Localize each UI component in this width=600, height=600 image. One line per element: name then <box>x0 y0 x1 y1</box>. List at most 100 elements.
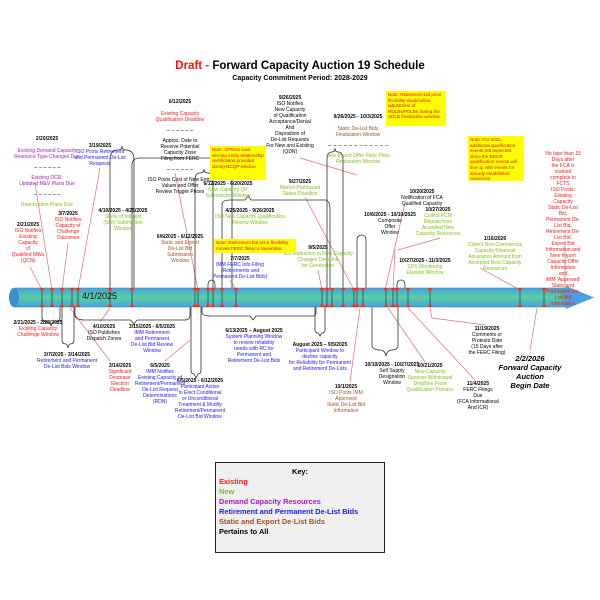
event-text: Approx. Date to Receive Potential Capaci… <box>160 138 200 162</box>
event-text: Comments or Protests Date (15 Days after… <box>468 332 506 356</box>
draft-label: Draft <box>175 60 203 72</box>
event-text: Market Participant Status Deadline <box>279 185 321 197</box>
timeline-marker-triangle <box>210 288 216 292</box>
timeline-marker-triangle <box>107 288 113 292</box>
page-subtitle: Capacity Commitment Period: 2028-2029 <box>232 75 368 82</box>
event-text: New Import Offer Floor Price Finalizatio… <box>326 153 390 165</box>
event-text: Static De-List Bids Finalization Window <box>335 126 381 138</box>
event-text: Participant Action to Elect Conditional … <box>174 384 226 420</box>
event-text: ISO Notifies Capacity of Challenge Outco… <box>54 217 82 241</box>
event-date: 4/10/2025 <box>92 324 116 330</box>
timeline-marker-triangle <box>354 303 360 307</box>
event-text: IMM Notifies Existing Capacity of Retire… <box>134 369 186 405</box>
event-date: 1/16/2026 <box>483 236 507 242</box>
page-title: Draft - Forward Capacity Auction 19 Sche… <box>0 60 600 72</box>
event-text: Retirement and Permanent De-List Bids Wi… <box>36 358 98 370</box>
separator <box>167 130 193 131</box>
legend-existing: Existing <box>219 477 248 486</box>
event-2-20-2025: 2/20/2025 Existing Demand Capacity Resou… <box>14 130 80 214</box>
event-date: 6/5/2025 - 6/12/2025 <box>176 378 224 384</box>
legend-dcr: Demand Capacity Resources <box>219 497 321 506</box>
timeline-marker-triangle <box>383 288 389 292</box>
timeline-marker-triangle <box>69 303 75 307</box>
legend-static-export: Static and Export De-List Bids <box>219 517 325 526</box>
timeline-marker-triangle <box>541 288 547 292</box>
timeline-marker-triangle <box>195 288 201 292</box>
timeline-marker-triangle <box>59 303 65 307</box>
event-text: Existing DCR: Updated M&V Plans Due <box>19 175 75 187</box>
timeline-marker-triangle <box>75 303 81 307</box>
timeline-marker-triangle <box>319 288 325 292</box>
event-text: ISO Publishes Dispatch Zones <box>86 330 122 342</box>
event-text: No later than 15 Days after the FCA is m… <box>545 151 581 307</box>
timeline-marker-triangle <box>360 288 366 292</box>
event-text: IMM Retirement and Permanent De-List Bid… <box>130 330 174 354</box>
separator <box>327 145 388 146</box>
timeline-marker-triangle <box>205 303 211 307</box>
timeline-marker-triangle <box>129 288 135 292</box>
timeline-marker-triangle <box>360 303 366 307</box>
event-static-finalization: 9/26/2025 - 10/3/2025 Static De-List Bid… <box>326 108 390 171</box>
event-text: Participant Window to decline capacity f… <box>289 348 351 372</box>
timeline-marker-triangle <box>390 288 396 292</box>
note-retirement-flex-ferc: Note: Retirement bid price flexibility m… <box>214 239 296 253</box>
timeline-marker-triangle <box>233 288 239 292</box>
event-date: 3/7/2025 <box>58 211 78 217</box>
timeline-marker-triangle <box>541 303 547 307</box>
timeline-start-cap <box>9 288 19 307</box>
event-text: Significant Decrease Election Deadline <box>108 369 132 393</box>
event-date: 6/12/2025 - 6/20/2025 <box>203 181 253 187</box>
timeline-marker-triangle <box>59 288 65 292</box>
event-text: ISO Posts IMM Approved Static De-List Bi… <box>326 390 366 414</box>
legend-all: Pertains to All <box>219 527 269 536</box>
event-text: Existing Capacity Challenge Window <box>17 326 59 338</box>
event-date: 3/14/2025 <box>108 363 132 369</box>
timeline-marker-triangle <box>39 288 45 292</box>
title-main: Forward Capacity Auction 19 Schedule <box>212 60 425 72</box>
timeline-marker-triangle <box>517 288 523 292</box>
event-text: Existing Capacity Qualification Deadline <box>155 111 205 123</box>
event-post-fca-postings: No later than 15 Days after the FCA is m… <box>545 151 582 307</box>
event-text: SOI Reduction in New Capacity Changes De… <box>282 251 354 269</box>
timeline-marker-triangle <box>49 303 55 307</box>
event-date: 2/2/2026 <box>515 354 545 363</box>
event-date: 6/12/2025 <box>168 99 192 105</box>
legend-title: Key: <box>291 467 309 476</box>
timeline-marker-triangle <box>324 303 330 307</box>
separator <box>167 169 193 170</box>
title-dash: - <box>202 60 213 72</box>
note-retirement-flex-sdlb: Note: Retirement bid price flexibility w… <box>386 91 446 126</box>
separator <box>33 194 60 195</box>
event-text: ISO Notifies New Capacity of Qualificati… <box>266 101 314 155</box>
event-date: 2/20/2025 <box>35 136 59 142</box>
timeline-marker-triangle <box>219 303 225 307</box>
timeline-marker-triangle <box>210 303 216 307</box>
timeline-marker-triangle <box>427 303 433 307</box>
timeline-marker-triangle <box>39 303 45 307</box>
timeline-marker-triangle <box>394 288 400 292</box>
event-date: 3/19/2025 <box>88 143 112 149</box>
timeline-marker-triangle <box>329 303 335 307</box>
event-date: 11/19/2025 <box>474 326 500 332</box>
timeline-markers <box>39 288 547 307</box>
event-date: 2/21/2025 <box>16 222 40 228</box>
separator <box>33 167 60 168</box>
